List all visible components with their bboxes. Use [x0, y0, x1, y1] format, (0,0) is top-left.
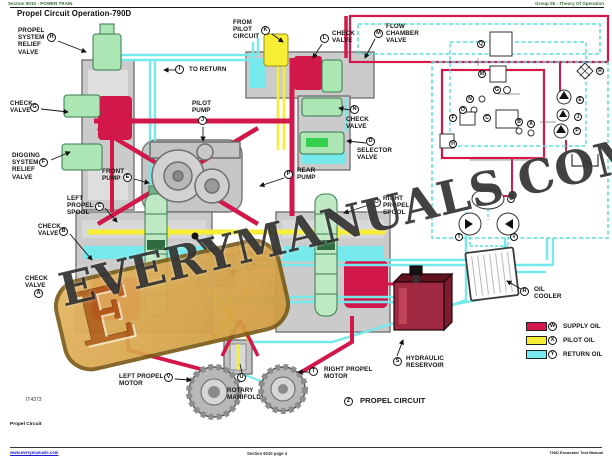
label-oil-cooler: OIL COOLER [534, 286, 562, 301]
label-right-propel-spool: RIGHT PROPEL SPOOL [383, 195, 410, 217]
legend-label-supply-oil: SUPPLY OIL [563, 323, 601, 330]
inset-callout-m: M [478, 70, 486, 78]
inset-callout-h: H [449, 140, 457, 148]
inset-callout-f: F [449, 114, 457, 122]
callout-c: C [95, 202, 104, 211]
callout-s: S [393, 357, 402, 366]
inset-callout-u: U [507, 195, 515, 203]
label-hydraulic-reservoir: HYDRAULIC RESERVOIR [406, 355, 444, 370]
label-from-pilot-circuit: FROM PILOT CIRCUIT [233, 19, 260, 41]
inset-callout-s: S [583, 160, 591, 168]
inset-callout-e: E [576, 96, 584, 104]
callout-t: T [309, 367, 318, 376]
legend-callout-y: Y [548, 350, 557, 359]
inset-callout-n: N [466, 95, 474, 103]
pump-assembly [149, 141, 241, 204]
legend-label-pilot-oil: PILOT OIL [563, 337, 595, 344]
callout-h: H [47, 33, 56, 42]
u-callout-line [239, 363, 243, 374]
label-check-valve-l: CHECK VALVE [332, 30, 355, 45]
callout-i: I [175, 65, 184, 74]
callout-d: D [366, 137, 375, 146]
label-check-valve-g: CHECK VALVE [10, 100, 33, 115]
inset-callout-q: Q [477, 40, 485, 48]
callout-l: L [320, 34, 329, 43]
label-left-propel-motor: LEFT PROPEL MOTOR [119, 373, 164, 388]
callout-k: K [261, 26, 270, 35]
callout-m: M [374, 29, 383, 38]
label-flow-chamber-valve: FLOW CHAMBER VALVE [386, 23, 419, 45]
label-to-return: TO RETURN [189, 66, 227, 73]
legend-callout-x: X [548, 336, 557, 345]
legend-callout-w: W [548, 322, 557, 331]
label-propel-system-relief-valve: PROPEL SYSTEM RELIEF VALVE [18, 27, 45, 56]
label-pilot-pump: PILOT PUMP [192, 100, 212, 115]
callout-b: B [59, 227, 68, 236]
footer-page-number: Section 9010 page 4 [247, 451, 288, 456]
callout-o: O [372, 198, 381, 207]
schematic-inset [348, 14, 610, 247]
inset-callout-t: T [455, 233, 463, 241]
figure-caption: Propel Circuit [10, 422, 42, 427]
callout-r: R [520, 287, 529, 296]
header-section-left: Section 9010 - POWER TRAIN [8, 1, 73, 6]
rotary-manifold [229, 343, 247, 371]
propel-motors [186, 364, 308, 420]
footer-manual-name: 790D Excavator Test Manual [549, 450, 603, 455]
callout-z: Z [344, 397, 353, 406]
label-right-propel-motor: RIGHT PROPEL MOTOR [324, 366, 373, 381]
footer-rule [10, 447, 602, 448]
label-check-valve-n: CHECK VALVE [346, 116, 369, 131]
footer-link[interactable]: www.everymanuals.com [10, 450, 59, 455]
header-group-right: Group 05 - Theory Of Operation [535, 1, 604, 6]
inset-callout-a: A [527, 120, 535, 128]
callout-n: N [350, 105, 359, 114]
callout-f: F [39, 158, 48, 167]
callout-u: U [237, 373, 246, 382]
legend-label-return-oil: RETURN OIL [563, 351, 603, 358]
inset-callout-b: B [515, 118, 523, 126]
label-propel-circuit: PROPEL CIRCUIT [360, 396, 426, 405]
inset-callout-j: J [574, 113, 582, 121]
inset-callout-p: P [573, 127, 581, 135]
legend-swatch-supply-oil [526, 322, 547, 331]
label-rear-pump: REAR PUMP [297, 167, 316, 182]
label-digging-system-relief-valve: DIGGING SYSTEM RELIEF VALVE [12, 152, 40, 181]
callout-j: J [198, 116, 207, 125]
legend-swatch-return-oil [526, 350, 547, 359]
oil-cooler [464, 246, 520, 302]
hydraulic-reservoir [392, 265, 454, 332]
label-rotary-manifold: ROTARY MANIFOLD [227, 387, 262, 402]
callout-g: G [30, 103, 39, 112]
header-rule [10, 6, 604, 8]
callout-p: P [284, 170, 293, 179]
page-title: Propel Circuit Operation-790D [17, 9, 132, 18]
inset-callout-g: G [493, 86, 501, 94]
label-left-propel-spool: LEFT PROPEL SPOOL [67, 195, 94, 217]
inset-callout-r: R [596, 67, 604, 75]
inset-callout-v: V [510, 233, 518, 241]
callout-v: V [164, 373, 173, 382]
inset-callout-o: O [459, 106, 467, 114]
label-front-pump: FRONT PUMP [102, 168, 125, 183]
figure-id: IT4373 [26, 397, 42, 403]
inset-callout-c: C [483, 114, 491, 122]
legend-swatch-pilot-oil [526, 336, 547, 345]
callout-e: E [123, 173, 132, 182]
label-check-valve-b: CHECK VALVE [38, 223, 61, 238]
callout-a: A [34, 289, 43, 298]
label-selector-valve: SELECTOR VALVE [357, 147, 392, 162]
label-check-valve-a: CHECK VALVE [25, 275, 48, 290]
